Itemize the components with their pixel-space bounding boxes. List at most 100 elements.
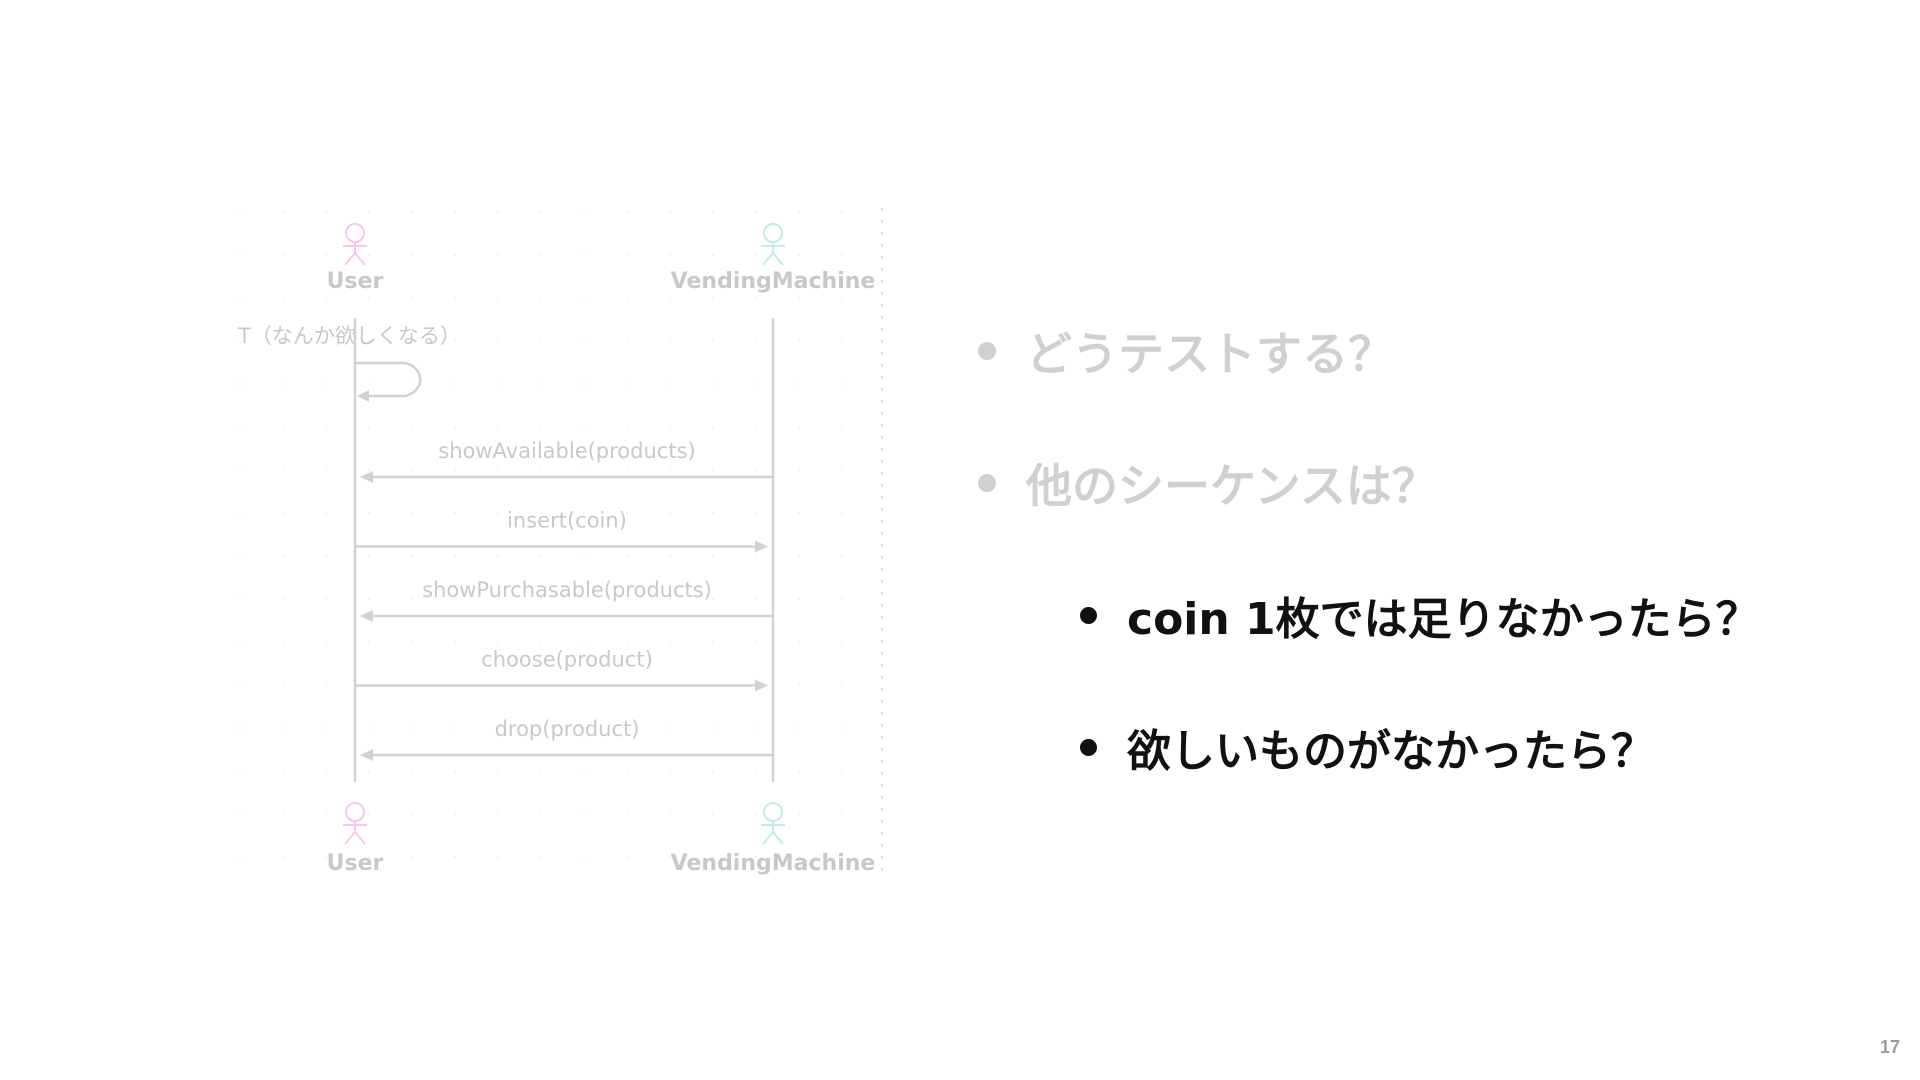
grid-dot bbox=[669, 727, 671, 729]
grid-dot bbox=[411, 555, 413, 557]
grid-dot bbox=[282, 813, 284, 815]
grid-dot bbox=[669, 297, 671, 299]
grid-dot bbox=[626, 211, 628, 213]
grid-dot bbox=[669, 383, 671, 385]
grid-dot bbox=[669, 641, 671, 643]
grid-dot bbox=[669, 770, 671, 772]
grid-dot bbox=[325, 727, 327, 729]
grid-dot bbox=[583, 340, 585, 342]
grid-dot bbox=[325, 512, 327, 514]
grid-dot bbox=[540, 254, 542, 256]
grid-dot bbox=[755, 297, 757, 299]
grid-dot bbox=[755, 727, 757, 729]
grid-dot bbox=[239, 340, 241, 342]
grid-dot bbox=[798, 727, 800, 729]
grid-dot bbox=[239, 727, 241, 729]
bullet-dot bbox=[1080, 606, 1097, 624]
grid-dot bbox=[841, 383, 843, 385]
participant-label-vending-machine-bottom: VendingMachine bbox=[671, 851, 876, 876]
grid-dot bbox=[497, 641, 499, 643]
grid-dot bbox=[325, 254, 327, 256]
grid-dot bbox=[798, 254, 800, 256]
grid-dot bbox=[325, 555, 327, 557]
grid-dot bbox=[282, 856, 284, 858]
grid-dot bbox=[841, 856, 843, 858]
grid-dot bbox=[411, 856, 413, 858]
grid-dot bbox=[841, 770, 843, 772]
grid-dot bbox=[755, 340, 757, 342]
grid-dot bbox=[669, 469, 671, 471]
grid-dot bbox=[712, 512, 714, 514]
grid-dot bbox=[325, 340, 327, 342]
actor-icon bbox=[343, 802, 367, 845]
grid-dot bbox=[712, 813, 714, 815]
grid-dot bbox=[454, 727, 456, 729]
bullet-text: どうテストする？ bbox=[1026, 327, 1394, 381]
grid-dot bbox=[454, 512, 456, 514]
grid-dot bbox=[841, 684, 843, 686]
grid-dot bbox=[583, 555, 585, 557]
grid-dot bbox=[798, 383, 800, 385]
sub-bullet-text: 欲しいものがなかったら？ bbox=[1127, 726, 1655, 777]
grid-dot bbox=[411, 598, 413, 600]
grid-dot bbox=[411, 383, 413, 385]
sub-bullet-text: coin 1枚では足りなかったら？ bbox=[1127, 594, 1760, 645]
grid-dot bbox=[583, 211, 585, 213]
grid-dot bbox=[712, 469, 714, 471]
grid-dot bbox=[669, 856, 671, 858]
grid-dot bbox=[454, 641, 456, 643]
grid-dot bbox=[841, 254, 843, 256]
grid-dot bbox=[497, 512, 499, 514]
grid-dot bbox=[669, 512, 671, 514]
grid-dot bbox=[325, 469, 327, 471]
grid-dot bbox=[325, 598, 327, 600]
grid-dot bbox=[798, 426, 800, 428]
grid-dot bbox=[497, 813, 499, 815]
grid-dot bbox=[454, 254, 456, 256]
bullet-dot bbox=[1080, 738, 1097, 756]
grid-dot bbox=[712, 856, 714, 858]
grid-dot bbox=[540, 426, 542, 428]
grid-dot bbox=[669, 598, 671, 600]
messages: showAvailable(products)insert(coin)showP… bbox=[355, 439, 773, 761]
grid-dot bbox=[540, 555, 542, 557]
grid-dot bbox=[626, 770, 628, 772]
grid-dot bbox=[755, 512, 757, 514]
grid-dot bbox=[411, 641, 413, 643]
grid-dot bbox=[325, 641, 327, 643]
grid-dot bbox=[798, 770, 800, 772]
grid-dot bbox=[583, 297, 585, 299]
grid-dot bbox=[841, 340, 843, 342]
grid-dot bbox=[368, 469, 370, 471]
grid-dot bbox=[454, 211, 456, 213]
grid-dot bbox=[368, 383, 370, 385]
grid-dot bbox=[325, 770, 327, 772]
grid-dot bbox=[540, 383, 542, 385]
bullet-item: 他のシーケンスは？ bbox=[978, 450, 1438, 516]
grid-dot bbox=[282, 254, 284, 256]
grid-dot bbox=[712, 254, 714, 256]
grid-dot bbox=[282, 469, 284, 471]
grid-dot bbox=[239, 684, 241, 686]
grid-dot bbox=[239, 856, 241, 858]
grid-dot bbox=[540, 727, 542, 729]
grid-dot bbox=[325, 684, 327, 686]
grid-dot bbox=[841, 641, 843, 643]
grid-dot bbox=[239, 770, 241, 772]
grid-dot bbox=[411, 254, 413, 256]
grid-dot bbox=[497, 469, 499, 471]
grid-dot bbox=[454, 426, 456, 428]
grid-dot bbox=[239, 813, 241, 815]
grid-dot bbox=[282, 555, 284, 557]
grid-dot bbox=[454, 813, 456, 815]
actor-icon bbox=[761, 802, 785, 845]
grid-dot bbox=[282, 641, 284, 643]
grid-dot bbox=[798, 469, 800, 471]
grid-dot bbox=[798, 598, 800, 600]
grid-dot bbox=[497, 856, 499, 858]
grid-dot bbox=[540, 340, 542, 342]
grid-dot bbox=[755, 598, 757, 600]
grid-dot bbox=[755, 211, 757, 213]
grid-dot bbox=[798, 211, 800, 213]
